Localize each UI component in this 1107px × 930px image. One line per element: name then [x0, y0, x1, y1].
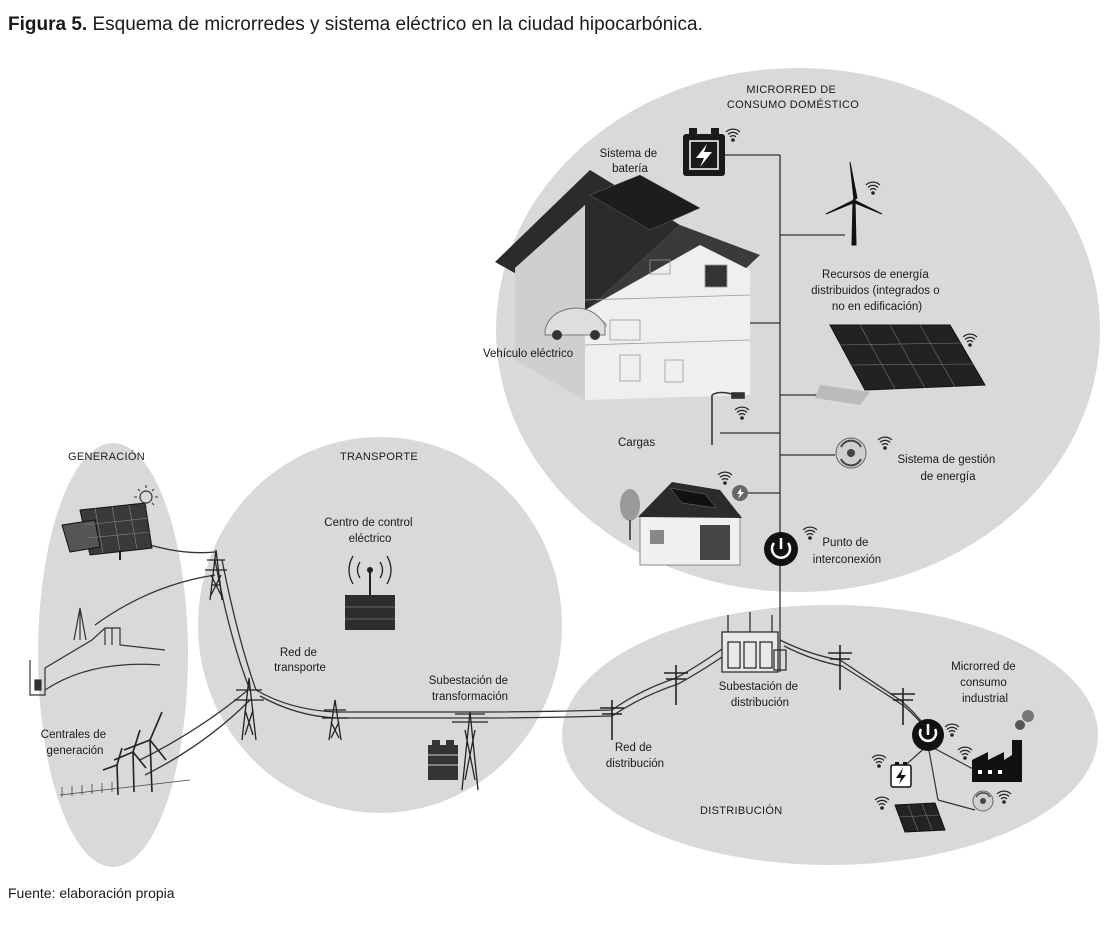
label-line: transporte [274, 662, 326, 674]
label-line: distribuidos (integrados o [811, 285, 940, 297]
distribution-pole-icon [891, 688, 915, 725]
label-line: consumo [960, 677, 1007, 689]
microgrid-bus [708, 154, 850, 610]
label-line: CONSUMO DOMÉSTICO [727, 98, 859, 111]
label-vehiculo-electrico: Vehículo eléctrico [483, 348, 573, 360]
electric-car-icon [544, 307, 606, 340]
label-line: no en edificación) [832, 301, 922, 313]
figure-title: Esquema de microrredes y sistema eléctri… [87, 14, 703, 35]
label-cargas: Cargas [618, 437, 655, 449]
energy-management-icon [835, 437, 867, 469]
power-button-icon [912, 719, 944, 751]
figure-caption: Figura 5. Esquema de microrredes y siste… [8, 14, 703, 36]
label-line: eléctrico [349, 533, 392, 545]
battery-icon [890, 762, 912, 788]
label-centrales-generacion: Centrales de generación [41, 729, 109, 757]
factory-icon [972, 710, 1034, 782]
label-red-distribucion: Red de distribución [606, 742, 664, 770]
microgrid-diagram: GENERACIÓN TRANSPORTE DISTRIBUCIÓN MICRO… [29, 68, 1100, 867]
label-line: generación [47, 745, 104, 757]
smart-house-icon [495, 170, 760, 400]
label-subestacion-distribucion: Subestación de distribución [719, 681, 802, 709]
label-line: distribución [606, 758, 664, 770]
fence-line [59, 779, 191, 797]
label-centro-control: Centro de control eléctrico [324, 517, 415, 545]
label-line: Subestación de [719, 681, 798, 693]
label-punto-interconexion: Punto de interconexión [813, 537, 881, 566]
control-center-icon [345, 555, 395, 630]
hydro-dam-icon [29, 607, 166, 696]
wifi-icon [717, 128, 1012, 810]
label-line: Punto de [822, 537, 868, 549]
street-light-icon [711, 391, 745, 445]
label-red-transporte: Red de transporte [274, 647, 326, 674]
figure-number: Figura 5. [8, 14, 88, 35]
transformer-icon [428, 740, 458, 780]
label-line: Red de [280, 647, 317, 659]
pylon-icon [205, 549, 227, 601]
label-line: distribución [731, 697, 789, 709]
label-microrred-industrial: Microrred de consumo industrial [951, 661, 1019, 705]
small-house-icon [620, 482, 748, 566]
label-line: transformación [432, 691, 508, 703]
region-distribucion [562, 605, 1098, 865]
pylon-icon [452, 711, 488, 791]
distributed-solar-icon [815, 324, 986, 405]
distribution-pole-icon [600, 700, 624, 740]
wind-farm-icon [102, 711, 167, 796]
distribution-pole-icon [828, 645, 852, 690]
wind-turbine-icon [825, 161, 883, 246]
energy-management-icon [972, 790, 994, 812]
distribution-pole-icon [664, 665, 688, 705]
label-line: Sistema de [600, 148, 658, 160]
label-line: industrial [962, 693, 1008, 705]
region-label-microrred-domestica: MICRORRED DE CONSUMO DOMÉSTICO [727, 84, 859, 111]
label-line: Subestación de [429, 675, 508, 687]
sun-icon [134, 485, 158, 509]
region-label-transporte: TRANSPORTE [340, 451, 418, 463]
label-line: batería [612, 163, 648, 175]
label-line: Red de [615, 742, 652, 754]
industrial-solar-icon [894, 802, 946, 833]
pylon-icon [234, 677, 264, 741]
label-subestacion-transformacion: Subestación de transformación [429, 675, 512, 703]
region-label-generacion: GENERACIÓN [68, 450, 145, 463]
label-line: Sistema de gestión [897, 454, 995, 466]
label-line: Microrred de [951, 661, 1016, 673]
distribution-substation-icon [721, 610, 787, 673]
label-sistema-bateria: Sistema de batería [600, 148, 661, 175]
region-label-distribucion: DISTRIBUCIÓN [700, 804, 782, 817]
label-sistema-gestion: Sistema de gestión de energía [897, 454, 998, 483]
battery-icon [683, 128, 725, 176]
label-line: Recursos de energía [822, 269, 929, 281]
label-recursos-distribuidos: Recursos de energía distribuidos (integr… [811, 269, 943, 313]
label-line: interconexión [813, 554, 881, 566]
pylon-icon [322, 699, 348, 741]
solar-panel-icon [61, 502, 153, 560]
label-line: de energía [921, 471, 977, 483]
figure-source: Fuente: elaboración propia [8, 885, 175, 901]
label-line: Centro de control [324, 517, 412, 529]
label-line: MICRORRED DE [746, 84, 836, 96]
power-button-icon [764, 532, 798, 566]
power-lines [94, 544, 931, 776]
label-line: Centrales de [41, 729, 106, 741]
